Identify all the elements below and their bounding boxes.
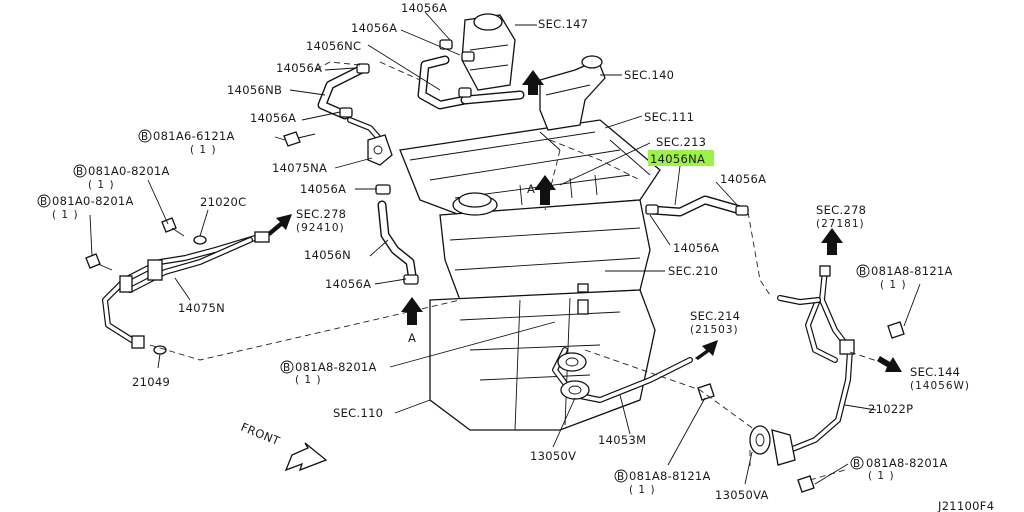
label-081a8-qty-mid: ( 1 ) xyxy=(295,374,322,386)
label-sec278-right[interactable]: SEC.278 xyxy=(816,203,866,217)
bolt-symbol-b xyxy=(138,129,152,143)
label-14075n: 14075N xyxy=(178,301,225,315)
label-081a8-8121a-bottom: 081A8-8121A xyxy=(629,469,711,483)
label-sec111[interactable]: SEC.111 xyxy=(644,110,694,124)
label-14056a-1: 14056A xyxy=(401,1,447,15)
label-sec214[interactable]: SEC.214 xyxy=(690,309,740,323)
bolt-symbol-b-text: B xyxy=(859,266,867,278)
label-081a0-qty-1: ( 1 ) xyxy=(88,179,115,191)
label-14056a-6: 14056A xyxy=(720,172,766,186)
label-21049: 21049 xyxy=(132,375,170,389)
bolt-symbol-b xyxy=(280,360,294,374)
diagram-id: J21100F4 xyxy=(937,499,994,512)
intake-duct xyxy=(539,55,606,131)
label-14056a-3: 14056A xyxy=(276,61,322,75)
bracket-14075na xyxy=(367,134,393,166)
hose-14056n xyxy=(377,200,417,280)
label-081a0-qty-2: ( 1 ) xyxy=(52,209,79,221)
hose-14056nb xyxy=(317,65,365,120)
leader-lines xyxy=(89,11,921,485)
gasket-13050va xyxy=(749,425,796,466)
label-14056na: 14056NA xyxy=(650,152,705,166)
sec144-arrow xyxy=(877,356,902,372)
bolt-right-lower xyxy=(797,475,815,493)
bolt-symbol-b-text: B xyxy=(141,131,149,143)
front-indicator xyxy=(284,442,328,472)
label-081a6-qty: ( 1 ) xyxy=(190,144,217,156)
label-14056nc: 14056NC xyxy=(306,39,361,53)
label-view-a-upper: A xyxy=(527,182,535,196)
view-a-arrow-upper xyxy=(534,175,556,205)
label-sec144[interactable]: SEC.144 xyxy=(910,365,960,379)
gasket-13050v xyxy=(557,352,590,400)
pipe-14075n xyxy=(102,231,270,349)
label-14056a-4: 14056A xyxy=(250,111,296,125)
label-081a0-8201a-1: 081A0-8201A xyxy=(88,164,170,178)
label-081a6-6121a: 081A6-6121A xyxy=(153,129,235,143)
label-sec210[interactable]: SEC.210 xyxy=(668,264,718,278)
label-sec278-left[interactable]: SEC.278 xyxy=(296,207,346,221)
pipe-21022p xyxy=(777,265,855,453)
label-13050v: 13050V xyxy=(530,449,576,463)
labels: 14056A 14056A SEC.147 14056NC 14056A SEC… xyxy=(37,1,994,512)
label-sec213[interactable]: SEC.213 xyxy=(656,135,706,149)
bolt-symbol-b-text: B xyxy=(283,362,291,374)
engine-assembly xyxy=(399,119,661,431)
bolt-symbol-b-text: B xyxy=(76,166,84,178)
label-081a8-qty-bottom: ( 1 ) xyxy=(629,484,656,496)
label-14056a-2: 14056A xyxy=(351,21,397,35)
label-14056nb: 14056NB xyxy=(227,83,282,97)
label-081a8-8121a-right: 081A8-8121A xyxy=(871,264,953,278)
bolt-symbol-b xyxy=(856,264,870,278)
bolts-left xyxy=(85,131,316,271)
label-sec278-left-sub: (92410) xyxy=(296,222,345,234)
label-front: FRONT xyxy=(239,420,283,449)
label-sec140[interactable]: SEC.140 xyxy=(624,68,674,82)
label-view-a-lower: A xyxy=(408,331,416,345)
label-21020c: 21020C xyxy=(200,195,246,209)
label-sec214-sub: (21503) xyxy=(690,324,739,336)
bolt-symbol-b xyxy=(614,469,628,483)
label-081a8-qty-right: ( 1 ) xyxy=(880,279,907,291)
bolt-symbol-b-text: B xyxy=(40,196,48,208)
dashed-lines xyxy=(149,61,881,481)
sec278-right-arrow xyxy=(821,228,843,255)
label-081a8-qty-bottom-right: ( 1 ) xyxy=(868,470,895,482)
hose-14056na xyxy=(647,195,745,217)
sec278-left-arrow xyxy=(268,214,292,236)
label-081a8-8201a-bottom-right: 081A8-8201A xyxy=(866,456,948,470)
washer-21020c xyxy=(193,235,207,245)
bolt-symbol-b-text: B xyxy=(853,458,861,470)
sec140-arrow xyxy=(522,70,544,95)
view-a-arrow-lower xyxy=(401,297,423,325)
label-13050va: 13050VA xyxy=(715,488,769,502)
label-sec278-right-sub: (27181) xyxy=(816,218,865,230)
bolt-081a8-8121a-mid xyxy=(697,383,715,401)
bolt-symbol-b xyxy=(37,194,51,208)
label-14056a-8: 14056A xyxy=(325,277,371,291)
bolt-symbol-b-text: B xyxy=(617,471,625,483)
label-14075na: 14075NA xyxy=(272,161,327,175)
label-081a8-8201a: 081A8-8201A xyxy=(295,360,377,374)
label-21022p: 21022P xyxy=(868,402,913,416)
label-081a0-8201a-2: 081A0-8201A xyxy=(52,194,134,208)
highlight-box xyxy=(648,150,714,166)
label-sec147[interactable]: SEC.147 xyxy=(538,17,588,31)
label-14056a-5: 14056A xyxy=(300,182,346,196)
hose-14056nc xyxy=(417,55,470,110)
label-sec110[interactable]: SEC.110 xyxy=(333,406,383,420)
clamp-14056a xyxy=(339,39,749,285)
sec214-arrow xyxy=(695,340,718,360)
seal-ring-21049 xyxy=(153,345,167,355)
label-sec144-sub: (14056W) xyxy=(910,380,970,392)
label-14056n: 14056N xyxy=(304,248,351,262)
label-14053m: 14053M xyxy=(598,433,646,447)
direction-arrows xyxy=(268,70,902,372)
bolt-symbol-b xyxy=(850,456,864,470)
bolt-symbol-b xyxy=(73,164,87,178)
label-14056a-7: 14056A xyxy=(673,241,719,255)
bolt-right-upper xyxy=(887,321,905,339)
